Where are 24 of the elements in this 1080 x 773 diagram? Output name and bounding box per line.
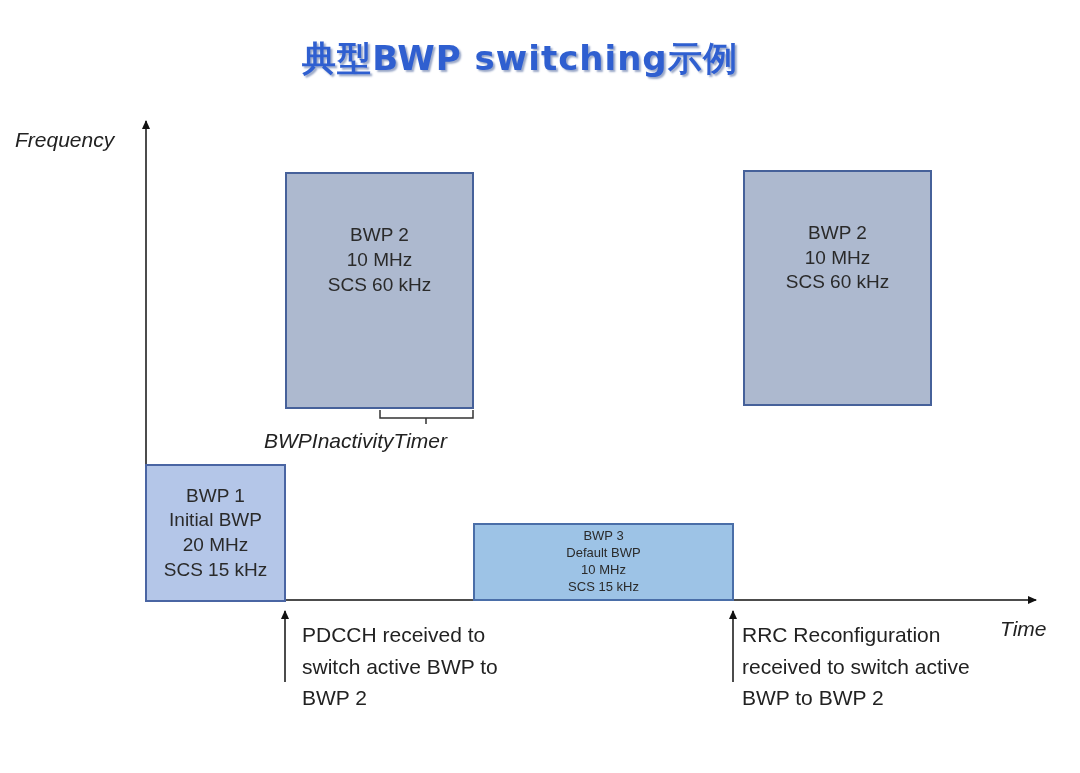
block-text: Default BWP — [566, 545, 641, 562]
block-text: Initial BWP — [169, 508, 262, 533]
bwp-block — [473, 523, 734, 601]
axis-label: Frequency — [15, 127, 116, 153]
block-text: SCS 60 kHz — [327, 272, 432, 297]
timer-label: BWPInactivityTimer — [264, 428, 449, 454]
bwp-block — [145, 464, 286, 602]
block-text: SCS 60 kHz — [785, 270, 890, 295]
bwp-block — [743, 170, 932, 406]
event-note: PDCCH received to switch active BWP to BWP 2 — [302, 622, 499, 711]
block-text: 10 MHz — [346, 248, 413, 273]
block-text: BWP 2 — [808, 220, 867, 245]
block-text: BWP 2 — [350, 223, 409, 248]
axis-label: Time — [1000, 616, 1048, 642]
block-text: 20 MHz — [182, 533, 249, 557]
block-text: 10 MHz — [581, 562, 626, 579]
title: 典型BWP switching示例 — [301, 37, 739, 80]
block-text: BWP 3 — [583, 528, 624, 546]
block-text: BWP 1 — [186, 483, 245, 508]
block-text: 10 MHz — [804, 245, 871, 270]
block-text: SCS 15 kHz — [568, 578, 639, 596]
event-note: RRC Reconfiguration received to switch active BWP to BWP 2 — [742, 622, 971, 711]
bwp-block — [285, 172, 474, 409]
block-text: SCS 15 kHz — [163, 557, 268, 582]
